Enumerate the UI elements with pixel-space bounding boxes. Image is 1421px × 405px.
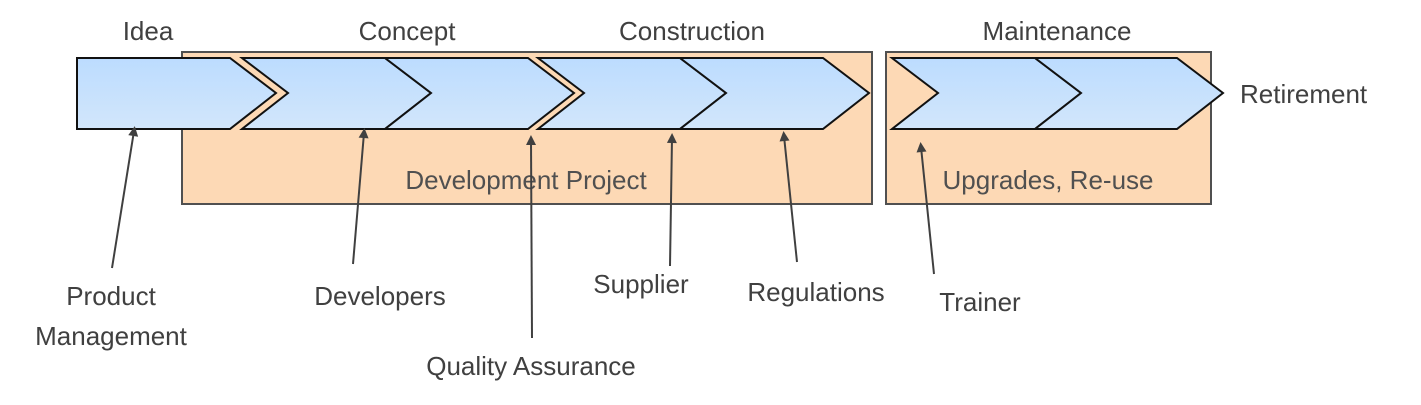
arrow-trainer — [916, 142, 935, 275]
phase-retirement: Retirement — [1240, 79, 1368, 109]
role-developers: Developers — [314, 281, 446, 311]
chevron-construction-2 — [677, 57, 871, 130]
arrow-product-management — [111, 126, 139, 269]
role-product-line2: Management — [35, 321, 188, 351]
arrow-developers — [352, 128, 369, 265]
phase-maintenance: Maintenance — [983, 16, 1132, 46]
arrow-quality-assurance — [526, 135, 537, 339]
phase-concept: Concept — [359, 16, 457, 46]
role-trainer: Trainer — [939, 287, 1021, 317]
role-supplier: Supplier — [593, 269, 689, 299]
chevron-idea — [76, 57, 278, 130]
upgrades-reuse-label: Upgrades, Re-use — [943, 165, 1154, 195]
chevron-maintenance-2 — [1032, 57, 1225, 130]
arrow-supplier — [666, 133, 677, 267]
role-regulations: Regulations — [747, 277, 884, 307]
role-product-line1: Product — [66, 281, 156, 311]
phase-idea: Idea — [123, 16, 174, 46]
role-quality-assurance: Quality Assurance — [426, 351, 636, 381]
development-project-label: Development Project — [405, 165, 647, 195]
phase-construction: Construction — [619, 16, 765, 46]
chevron-concept-2 — [382, 57, 576, 130]
arrow-regulations — [779, 131, 798, 263]
